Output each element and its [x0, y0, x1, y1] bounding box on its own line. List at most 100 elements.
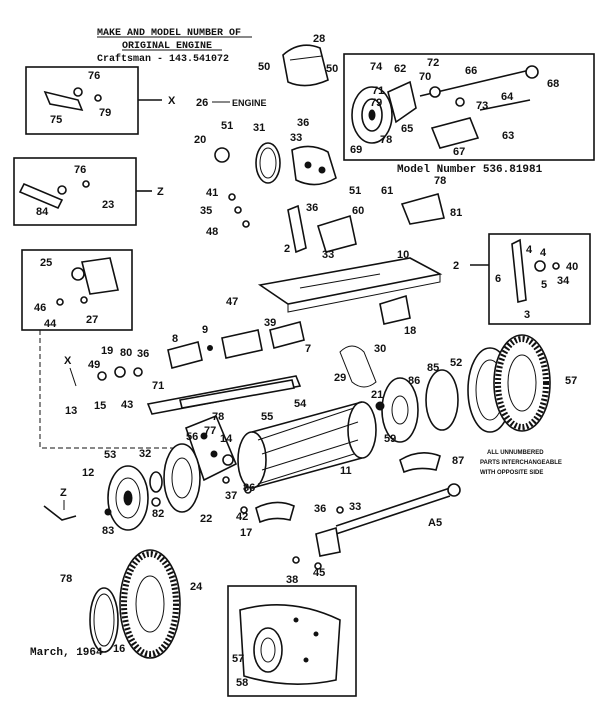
hook-z-part: Z: [43, 487, 77, 521]
engine-callout: 26 ENGINE: [196, 97, 267, 109]
callout-36-d: 36: [314, 503, 326, 515]
header-line-3: Craftsman - 143.541072: [97, 53, 229, 65]
roller-group: 8 9 39 7: [167, 317, 311, 369]
callout-64: 64: [501, 91, 514, 103]
callout-7: 7: [305, 343, 311, 355]
ref-letter-z-mid: Z: [60, 487, 67, 499]
callout-55: 55: [261, 411, 273, 423]
callout-47: 47: [226, 296, 238, 308]
callout-87: 87: [452, 455, 464, 467]
ref-letter-x-top: X: [168, 95, 176, 107]
callout-36-a: 36: [297, 117, 309, 129]
pulley-belt-group: 20 51 31 36 33 51 61: [194, 117, 393, 197]
callout-56: 56: [186, 431, 198, 443]
callout-14: 14: [220, 433, 233, 445]
callout-8: 8: [172, 333, 178, 345]
callout-30: 30: [374, 343, 386, 355]
interchangeable-note: ALL UNNUMBERED PARTS INTERCHANGEABLE WIT…: [480, 450, 562, 476]
callout-67: 67: [453, 146, 465, 158]
callout-51-a: 51: [221, 120, 233, 132]
callout-70: 70: [419, 71, 431, 83]
callout-66: 66: [465, 65, 477, 77]
callout-74: 74: [370, 61, 383, 73]
callout-75: 75: [50, 114, 62, 126]
callout-37: 37: [225, 490, 237, 502]
callout-36-b: 36: [306, 202, 318, 214]
callout-24: 24: [190, 581, 203, 593]
note-line-3: WITH OPPOSITE SIDE: [480, 470, 543, 476]
callout-79-box: 79: [370, 97, 382, 109]
left-gear-22-part: 22: [163, 443, 212, 525]
callout-33-a: 33: [290, 132, 302, 144]
callout-2-b: 2: [453, 260, 459, 272]
callout-23: 23: [102, 199, 114, 211]
callout-72: 72: [427, 57, 439, 69]
handle-arm-part: 36 60 2 33: [284, 202, 364, 261]
callout-77: 77: [204, 425, 216, 437]
callout-59: 59: [384, 433, 396, 445]
callout-53: 53: [104, 449, 116, 461]
callout-63: 63: [502, 130, 514, 142]
detail-box-2: 2 4 4 40 34 6 5 3: [453, 233, 591, 325]
callout-16: 16: [113, 643, 125, 655]
pinion-32-82-part: 32 82: [139, 448, 164, 520]
callout-83: 83: [102, 525, 114, 537]
callout-5: 5: [541, 279, 547, 291]
pin-37-86-42: 37 86 42: [222, 476, 255, 523]
callout-78-b: 78: [434, 175, 446, 187]
callout-44: 44: [44, 318, 57, 330]
callout-36-c: 36: [137, 348, 149, 360]
callout-35: 35: [200, 205, 212, 217]
callout-42: 42: [236, 511, 248, 523]
deck-plate-part: 10 47: [226, 249, 443, 313]
callout-76-x: 76: [88, 70, 100, 82]
callout-19: 19: [101, 345, 113, 357]
callout-15: 15: [94, 400, 106, 412]
callout-78-box: 78: [380, 134, 392, 146]
callout-86: 86: [408, 375, 420, 387]
fastener-group-left: 41 35 48: [200, 187, 250, 238]
note-line-2: PARTS INTERCHANGEABLE: [480, 460, 562, 466]
callout-65: 65: [401, 123, 413, 135]
tire-ring-part: 78 16: [60, 573, 125, 655]
callout-51-b: 51: [349, 185, 361, 197]
ref-letter-x-mid: X: [64, 355, 72, 367]
detail-dashed-area: 25 46 44 27: [21, 249, 206, 449]
callout-68: 68: [547, 78, 559, 90]
callout-84: 84: [36, 206, 49, 218]
callout-45: 45: [313, 567, 325, 579]
callout-26: 26: [196, 97, 208, 109]
callout-2-a: 2: [284, 243, 290, 255]
callout-58: 58: [236, 677, 248, 689]
callout-46: 46: [34, 302, 46, 314]
reel-part: 11: [237, 401, 377, 489]
callout-40: 40: [566, 261, 578, 273]
model-number-label: Model Number 536.81981: [397, 164, 543, 176]
callout-78-d: 78: [60, 573, 72, 585]
callout-10: 10: [397, 249, 409, 261]
callout-13: 13: [65, 405, 77, 417]
bracket-78-81-part: 78 81: [400, 175, 462, 225]
callout-12: 12: [82, 467, 94, 479]
callout-3: 3: [524, 309, 530, 321]
callout-79: 79: [99, 107, 111, 119]
callout-11: 11: [340, 465, 352, 477]
grass-shield-87-part: 87: [399, 452, 464, 474]
callout-20: 20: [194, 134, 206, 146]
callout-33-b: 33: [322, 249, 334, 261]
model-detail-box: 74 62 72 70 66 68 71 73 64 79 65 78 63 6…: [343, 53, 595, 161]
left-wheel-24-part: 24: [119, 549, 203, 659]
callout-71: 71: [152, 380, 164, 392]
callout-27: 27: [86, 314, 98, 326]
callout-33-c: 33: [349, 501, 361, 513]
callout-78-c: 78: [212, 411, 224, 423]
date-label: March, 1964: [30, 647, 103, 659]
header-line-1: MAKE AND MODEL NUMBER OF: [97, 28, 241, 39]
callout-52: 52: [450, 357, 462, 369]
right-side-gear-plate: 21 86 85 59: [371, 362, 439, 445]
callout-43: 43: [121, 399, 133, 411]
callout-86-left: 86: [243, 482, 255, 494]
callout-57: 57: [232, 653, 244, 665]
detail-box-z: Z 76 84 23: [13, 157, 164, 226]
callout-76-z: 76: [74, 164, 86, 176]
